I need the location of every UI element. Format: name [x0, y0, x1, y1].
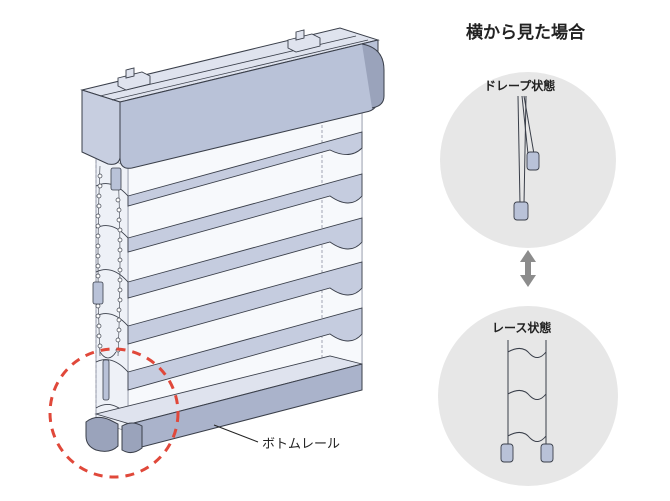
lace-rail-left	[501, 444, 513, 462]
drape-rail-lower	[514, 202, 528, 220]
lace-state-view: レース状態	[438, 306, 618, 486]
bottom-rail-label: ボトムレール	[262, 437, 340, 452]
bottom-rail-end-cap	[86, 417, 118, 451]
double-vertical-arrow-icon	[520, 250, 536, 287]
drape-rail-upper	[527, 152, 539, 170]
head-rail-end-cap	[82, 90, 120, 164]
side-view-title: 横から見た場合	[466, 22, 586, 43]
blind-illustration	[50, 28, 384, 477]
drape-state-view: ドレープ状態	[440, 72, 616, 248]
bottom-rail-leader-line	[214, 425, 258, 442]
drape-state-label: ドレープ状態	[484, 78, 555, 93]
lace-rail-right	[541, 444, 553, 462]
bottom-rail-end-cap-2	[122, 423, 142, 453]
lace-state-label: レース状態	[492, 320, 551, 335]
